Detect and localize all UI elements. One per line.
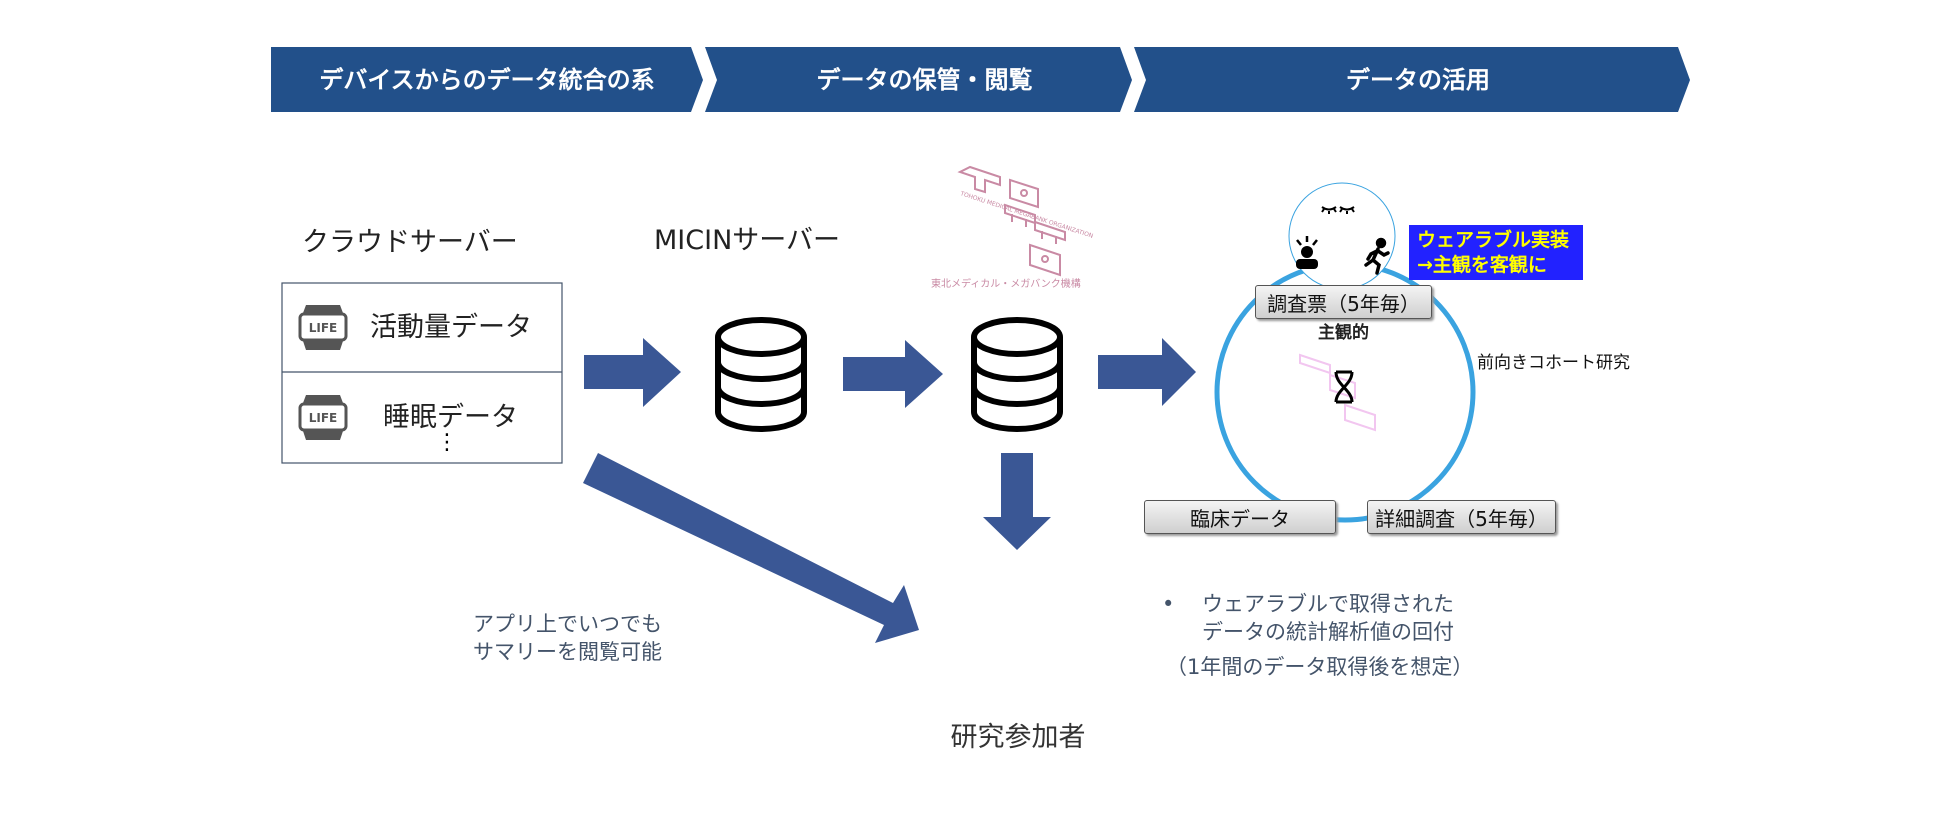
survey-label: 調査票（5年毎） [1267, 291, 1420, 316]
survey-node-circle [1288, 182, 1396, 290]
arrow-tmm-to-participant [983, 453, 1051, 550]
survey-label-box: 調査票（5年毎） [1255, 285, 1432, 319]
svg-text:TOHOKU MEDICAL MEGABANK ORGANI: TOHOKU MEDICAL MEGABANK ORGANIZATION [958, 190, 1093, 240]
banner-step-1: デバイスからのデータ統合の系 [319, 66, 655, 94]
micin-server-title: MICINサーバー [654, 225, 841, 256]
more-items-ellipsis: ⋮ [436, 430, 458, 455]
dna-icon [1334, 370, 1354, 404]
arrow-micin-to-tmm [843, 340, 943, 408]
closed-eyes-icon [1321, 206, 1355, 214]
arrow-cloud-to-participant [583, 453, 919, 643]
detailed-label-box: 詳細調査（5年毎） [1367, 500, 1556, 534]
stressed-person-icon [1296, 236, 1318, 269]
micin-database-icon [715, 317, 807, 432]
life-watch-icon: LIFE [298, 305, 348, 350]
banner-step-3-shape [1134, 47, 1690, 112]
report-note-text: • ウェアラブルで取得された データの統計解析値の回付 （1年間のデータ取得後を想… [1162, 590, 1473, 681]
tmm-logo: TOHOKU MEDICAL MEGABANK ORGANIZATION [957, 165, 1094, 277]
tmm-logo-caption: 東北メディカル・メガバンク機構 [931, 279, 1081, 290]
clinical-label-box: 臨床データ [1144, 500, 1336, 534]
app-note-text: アプリ上でいつでも サマリーを閲覧可能 [473, 610, 662, 667]
wearable-highlight-line1: ウェアラブル実装 [1417, 229, 1570, 251]
app-note-line1: アプリ上でいつでも [473, 612, 662, 636]
tmm-database-icon [971, 317, 1063, 432]
arrow-tmm-to-cycle [1098, 338, 1196, 406]
banner-step-3: データの活用 [1346, 66, 1490, 94]
banner-step-2: データの保管・閲覧 [816, 66, 1033, 94]
report-note-line1: ウェアラブルで取得された [1202, 592, 1454, 616]
report-note-line3: （1年間のデータ取得後を想定） [1166, 654, 1474, 679]
wearable-highlight-box: ウェアラブル実装 →主観を客観に [1409, 225, 1583, 280]
banner-step-1-shape [271, 47, 703, 112]
detailed-label: 詳細調査（5年毎） [1375, 506, 1548, 531]
arrow-cloud-to-micin [584, 338, 681, 407]
report-note-line2: データの統計解析値の回付 [1202, 620, 1454, 645]
activity-data-label: 活動量データ [370, 312, 532, 343]
svg-text:LIFE: LIFE [309, 321, 338, 335]
tmm-watermark [1299, 353, 1376, 432]
running-person-icon [1364, 237, 1390, 275]
svg-text:LIFE: LIFE [309, 411, 338, 425]
wearable-highlight-line2: →主観を客観に [1417, 254, 1547, 276]
cohort-label: 前向きコホート研究 [1477, 353, 1630, 373]
participant-label: 研究参加者 [950, 722, 1086, 753]
life-watch-icon: LIFE [298, 395, 348, 440]
app-note-line2: サマリーを閲覧可能 [473, 640, 662, 665]
report-note-bullet: • [1162, 592, 1175, 616]
clinical-label: 臨床データ [1190, 506, 1290, 531]
subjective-label: 主観的 [1318, 323, 1369, 343]
sleep-data-label: 睡眠データ [383, 402, 518, 433]
banner-step-2-shape [705, 47, 1132, 112]
cloud-server-title: クラウドサーバー [302, 227, 518, 258]
